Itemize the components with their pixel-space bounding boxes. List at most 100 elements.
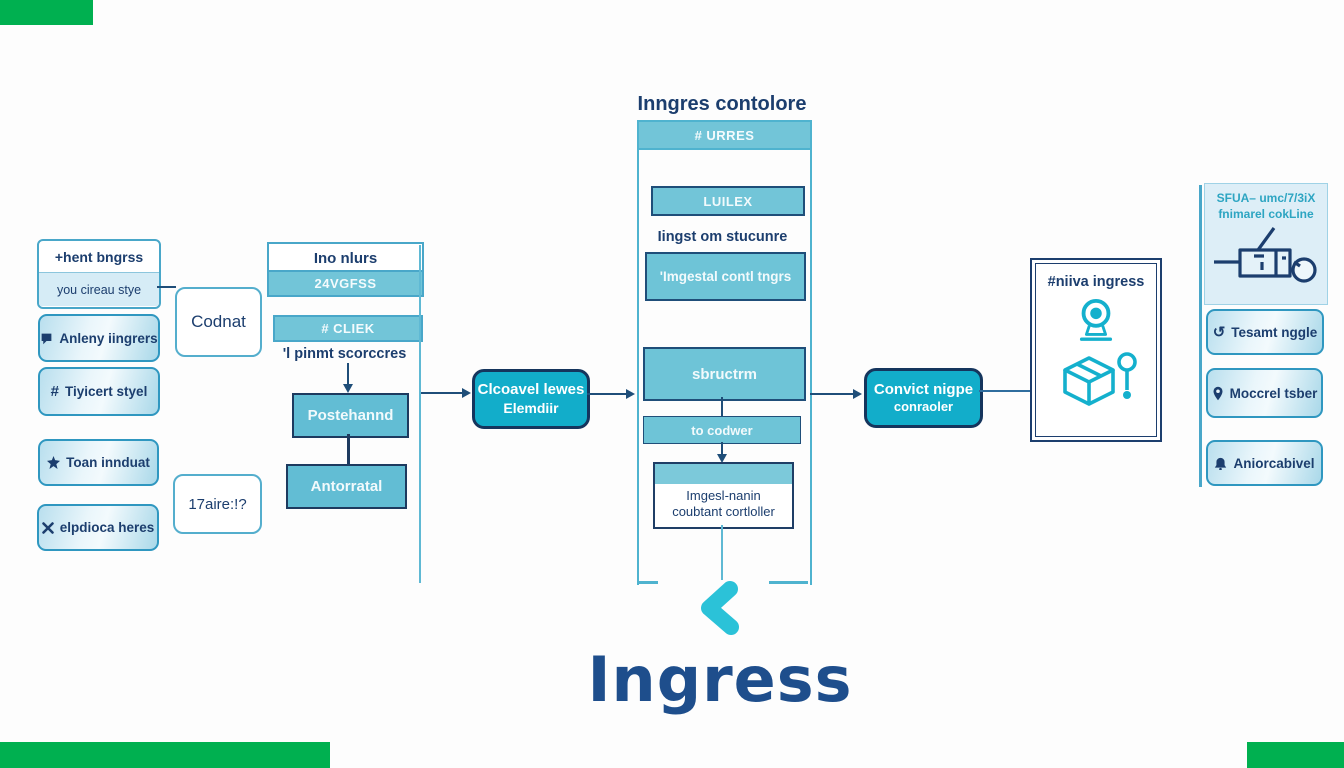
list-item: ↺ Tesamt nggle — [1206, 309, 1324, 355]
list-item-label: Moccrel tsber — [1229, 385, 1318, 401]
list-item-label: Tesamt nggle — [1231, 324, 1318, 340]
showcase-box: #niiva ingress — [1030, 258, 1162, 442]
pin-icon — [1212, 386, 1224, 401]
list-item-label: Toan innduat — [66, 455, 150, 470]
nanin-box-text: Imgesl-nanin coubtant cortloller — [655, 484, 792, 524]
controller-bottom-segment — [769, 581, 808, 584]
controller-header-band: # URRES — [639, 122, 810, 150]
flow-line — [587, 393, 627, 395]
sbructrm-box: sbructrm — [643, 347, 806, 401]
list-item-label: Tiyicert styel — [65, 384, 148, 399]
left-chevron-icon — [694, 578, 746, 638]
connector-line — [721, 525, 723, 580]
col2-cliek-label: # CLIEK — [321, 321, 375, 336]
col2-caption: 'l pinmt scorccres — [262, 344, 427, 364]
connector-line — [347, 434, 350, 464]
right-header-line2: fnimarel cokLine — [1218, 206, 1314, 221]
list-item: elpdioca heres — [37, 504, 159, 551]
package-icon — [1032, 348, 1160, 414]
showcase-title-label: #niiva ingress — [1047, 274, 1145, 290]
antorratal-label: Antorratal — [310, 478, 383, 495]
client-info-box: +hent bngrss you cireau stye — [37, 239, 161, 309]
ingress-wordmark-text: Ingress — [587, 643, 853, 716]
col2-header-label: Ino nlurs — [313, 249, 378, 267]
postehannd-box: Postehannd — [292, 393, 409, 438]
cart-lever-icon — [1205, 224, 1327, 288]
nanin-box: Imgesl-nanin coubtant cortloller — [653, 462, 794, 529]
gateway-label-line1: Clcoavel lewes — [477, 380, 585, 398]
nanin-label-line1: Imgesl-nanin — [686, 487, 761, 503]
nanin-label-line2: coubtant cortloller — [672, 504, 775, 519]
client-info-body: you cireau stye — [39, 273, 159, 306]
connector-line — [721, 442, 723, 456]
star-icon — [47, 456, 61, 469]
nanin-box-strip — [655, 464, 792, 484]
codnat-box: Codnat — [175, 287, 262, 357]
right-header-panel: SFUA– umc/7/3iX fnimarel cokLine — [1204, 183, 1328, 305]
webcam-icon — [1032, 296, 1160, 346]
speech-bubble-icon — [40, 332, 53, 345]
list-item-label: elpdioca heres — [59, 520, 155, 535]
gateway-label-line2: Elemdiir — [503, 399, 559, 416]
arrowhead-down — [717, 454, 727, 463]
aire-box: 17aire:!? — [173, 474, 262, 534]
green-bar-bottom-right — [1247, 742, 1344, 768]
bell-icon — [1214, 457, 1227, 470]
connector-line — [347, 363, 349, 385]
codnat-label: Codnat — [191, 312, 246, 331]
gateway-box: Clcoavel lewes Elemdiir — [472, 369, 590, 429]
convict-label-line2: conraoler — [893, 399, 954, 415]
right-header-text: SFUA– umc/7/3iX fnimarel cokLine — [1205, 184, 1327, 222]
controller-panel: # URRES — [637, 120, 812, 585]
controller-bottom-segment — [637, 581, 658, 584]
imgestal-box: 'Imgestal contl tngrs — [645, 252, 806, 301]
right-panel-divider-line — [1199, 185, 1202, 487]
controller-caption-label: Iingst om stucunre — [657, 229, 788, 245]
flow-line — [810, 393, 854, 395]
flow-line — [979, 390, 1030, 392]
luilex-label: LUILEX — [703, 193, 753, 209]
list-item-label: Aniorcabivel — [1233, 455, 1315, 471]
col2-subheader-label: 24VGFSS — [314, 276, 377, 291]
column-divider-line — [419, 245, 421, 583]
arrowhead-right — [462, 388, 471, 398]
col2-cliek-band: # CLIEK — [273, 315, 423, 342]
luilex-band: LUILEX — [651, 186, 805, 216]
cross-icon — [41, 521, 54, 534]
antorratal-box: Antorratal — [286, 464, 407, 509]
list-item-label: Anleny iingrers — [59, 330, 158, 346]
green-bar-top-left — [0, 0, 93, 25]
connector-line — [157, 286, 176, 288]
right-header-line1: SFUA– umc/7/3iX — [1216, 191, 1316, 205]
arrowhead-right — [853, 389, 862, 399]
col2-header: Ino nlurs — [267, 242, 424, 274]
arrowhead-down — [343, 384, 353, 393]
hash-icon: # — [50, 383, 60, 400]
aire-label: 17aire:!? — [188, 495, 247, 513]
refresh-icon: ↺ — [1212, 323, 1226, 341]
client-info-header: +hent bngrss — [39, 241, 159, 273]
green-bar-bottom-left — [0, 742, 330, 768]
flow-line — [421, 392, 463, 394]
list-item: Aniorcabivel — [1206, 440, 1323, 486]
ingress-wordmark: Ingress — [560, 643, 880, 716]
sbructrm-label: sbructrm — [691, 365, 758, 383]
controller-caption: Iingst om stucunre — [637, 227, 808, 247]
col2-caption-label: 'l pinmt scorccres — [282, 346, 407, 362]
list-item: Anleny iingrers — [38, 314, 160, 362]
convict-box: Convict nigpe conraoler — [864, 368, 983, 428]
imgestal-label: 'Imgestal contl tngrs — [659, 269, 792, 284]
controller-title-label: Inngres contolore — [637, 92, 807, 115]
tocodwer-band: to codwer — [643, 416, 801, 444]
list-item: Moccrel tsber — [1206, 368, 1323, 418]
convict-label-line1: Convict nigpe — [873, 380, 974, 398]
list-item: # Tiyicert styel — [38, 367, 160, 416]
controller-header-label: # URRES — [694, 127, 755, 143]
tocodwer-label: to codwer — [691, 422, 753, 438]
connector-line — [721, 397, 723, 417]
controller-title: Inngres contolore — [612, 92, 832, 116]
col2-subheader-band: 24VGFSS — [267, 270, 424, 297]
postehannd-label: Postehannd — [307, 407, 394, 424]
showcase-title: #niiva ingress — [1032, 274, 1160, 290]
